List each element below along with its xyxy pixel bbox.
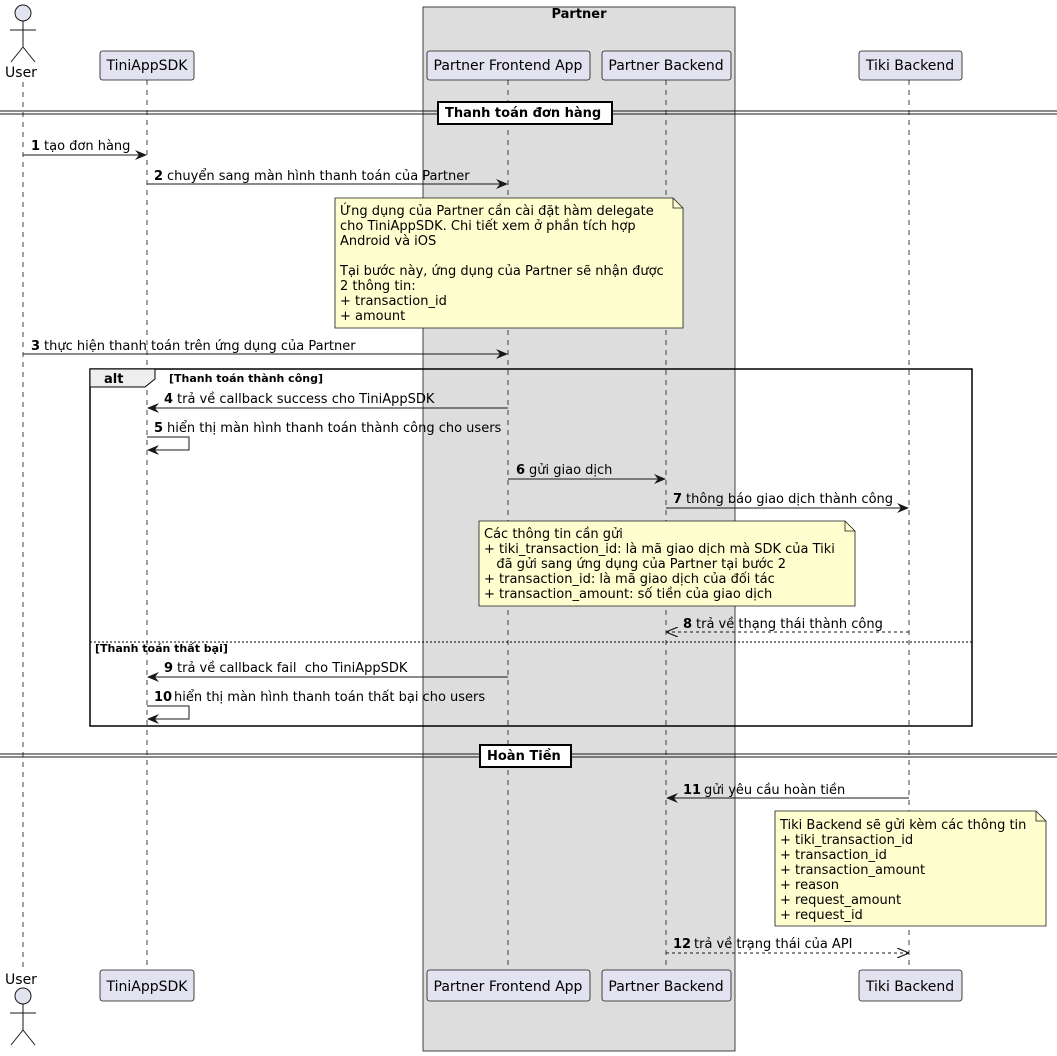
note-line: đã gửi sang ứng dụng của Partner tại bướ… (484, 557, 786, 572)
note-required-info: Các thông tin cần gửi + tiki_transaction… (478, 520, 856, 607)
note-line: Các thông tin cần gửi (484, 527, 623, 542)
msg-number: 11 (683, 783, 701, 798)
participant-label: TiniAppSDK (106, 58, 189, 74)
msg-text: trả về thạng thái thành công (696, 617, 883, 632)
msg-number: 3 (31, 339, 40, 354)
participant-sdk-bottom: TiniAppSDK (99, 969, 195, 1002)
divider-label: Hoàn Tiền (487, 749, 561, 764)
participant-tiki-backend-top: Tiki Backend (858, 50, 963, 81)
msg-9: 9 trả về callback fail cho TiniAppSDK (147, 661, 508, 682)
note-line: + tiki_transaction_id: là mã giao dịch m… (484, 542, 835, 557)
note-line: Ứng dụng của Partner cần cài đặt hàm del… (340, 203, 654, 219)
note-line: + transaction_id: là mã giao dịch của đố… (484, 572, 775, 587)
msg-3: 3 thực hiện thanh toán trên ứng dụng của… (23, 339, 508, 359)
msg-text: trả về callback success cho TiniAppSDK (177, 392, 435, 407)
msg-12: 12 trả về trạng thái của API (666, 937, 908, 953)
participant-label: Tiki Backend (865, 58, 954, 74)
divider-label: Thanh toán đơn hàng (445, 106, 601, 121)
msg-text: gửi yêu cầu hoàn tiền (704, 783, 845, 798)
note-line: + amount (340, 309, 405, 324)
msg-text: trả về callback fail cho TiniAppSDK (177, 661, 408, 676)
note-line: + transaction_id (340, 294, 447, 309)
note-line: + request_id (780, 908, 863, 923)
msg-number: 5 (154, 421, 163, 436)
participant-label: Tiki Backend (865, 979, 954, 995)
msg-text: thực hiện thanh toán trên ứng dụng của P… (44, 339, 356, 354)
note-line: Tại bước này, ứng dụng của Partner sẽ nh… (339, 264, 664, 279)
msg-number: 2 (154, 169, 163, 184)
note-line: + tiki_transaction_id (780, 833, 913, 848)
note-line: Android và iOS (340, 234, 436, 249)
participant-label: User (5, 972, 37, 988)
msg-number: 1 (31, 139, 40, 154)
participant-label: TiniAppSDK (106, 979, 189, 995)
note-refund-info: Tiki Backend sẽ gửi kèm các thông tin + … (774, 810, 1047, 927)
msg-11: 11 gửi yêu cầu hoàn tiền (666, 783, 909, 803)
note-partner-delegate: Ứng dụng của Partner cần cài đặt hàm del… (334, 197, 684, 329)
msg-5: 5 hiển thị màn hình thanh toán thành côn… (147, 421, 502, 455)
msg-text: chuyển sang màn hình thanh toán của Part… (167, 169, 470, 184)
note-line: + reason (780, 878, 839, 893)
msg-8: 8 trả về thạng thái thành công (667, 617, 909, 632)
msg-number: 7 (673, 492, 682, 507)
alt-guard-success: [Thanh toán thành công] (169, 372, 323, 385)
note-line: cho TiniAppSDK. Chi tiết xem ở phần tích… (340, 219, 636, 234)
participant-partner-frontend-bottom: Partner Frontend App (426, 969, 591, 1002)
msg-7: 7 thông báo giao dịch thành công (666, 492, 909, 513)
participant-partner-frontend-top: Partner Frontend App (426, 50, 591, 81)
msg-text: thông báo giao dịch thành công (686, 492, 893, 507)
msg-number: 12 (673, 937, 691, 952)
participant-sdk-top: TiniAppSDK (99, 50, 195, 81)
msg-text: hiển thị màn hình thanh toán thất bại ch… (174, 690, 485, 705)
msg-text: gửi giao dịch (529, 463, 612, 478)
alt-keyword: alt (104, 372, 123, 387)
alt-guard-failure: [Thanh toán thất bại] (95, 642, 228, 655)
partner-group-title: Partner (551, 7, 607, 22)
msg-text: tạo đơn hàng (44, 139, 130, 154)
actor-user-bottom: User (5, 972, 37, 1046)
note-line: + transaction_amount (780, 863, 925, 878)
note-line: Tiki Backend sẽ gửi kèm các thông tin (779, 818, 1026, 833)
participant-tiki-backend-bottom: Tiki Backend (858, 969, 963, 1002)
msg-number: 9 (164, 661, 173, 676)
participant-label: Partner Frontend App (434, 979, 583, 995)
msg-1: 1 tạo đơn hàng (23, 139, 147, 160)
msg-text: trả về trạng thái của API (694, 937, 853, 952)
divider-refund: Hoàn Tiền (0, 744, 1057, 768)
participant-label: User (5, 65, 37, 81)
msg-4: 4 trả về callback success cho TiniAppSDK (147, 392, 508, 413)
msg-number: 6 (516, 463, 525, 478)
msg-6: 6 gửi giao dịch (508, 463, 666, 484)
participant-partner-backend-top: Partner Backend (601, 50, 732, 81)
msg-number: 4 (164, 392, 173, 407)
participant-label: Partner Backend (608, 979, 723, 995)
msg-number: 10 (154, 690, 172, 705)
participant-label: Partner Frontend App (434, 58, 583, 74)
participant-label: Partner Backend (608, 58, 723, 74)
actor-user-top: User (5, 4, 37, 81)
note-line: 2 thông tin: (340, 279, 416, 294)
note-line: + transaction_id (780, 848, 887, 863)
note-line: + transaction_amount: số tiền của giao d… (484, 587, 772, 602)
msg-10: 10 hiển thị màn hình thanh toán thất bại… (147, 690, 485, 724)
divider-payment: Thanh toán đơn hàng (0, 101, 1057, 125)
participant-partner-backend-bottom: Partner Backend (601, 969, 732, 1002)
msg-number: 8 (683, 617, 692, 632)
note-line: + request_amount (780, 893, 901, 908)
msg-text: hiển thị màn hình thanh toán thành công … (167, 421, 502, 436)
alt-fragment: alt [Thanh toán thành công] [Thanh toán … (89, 368, 973, 727)
msg-2: 2 chuyển sang màn hình thanh toán của Pa… (147, 169, 508, 189)
